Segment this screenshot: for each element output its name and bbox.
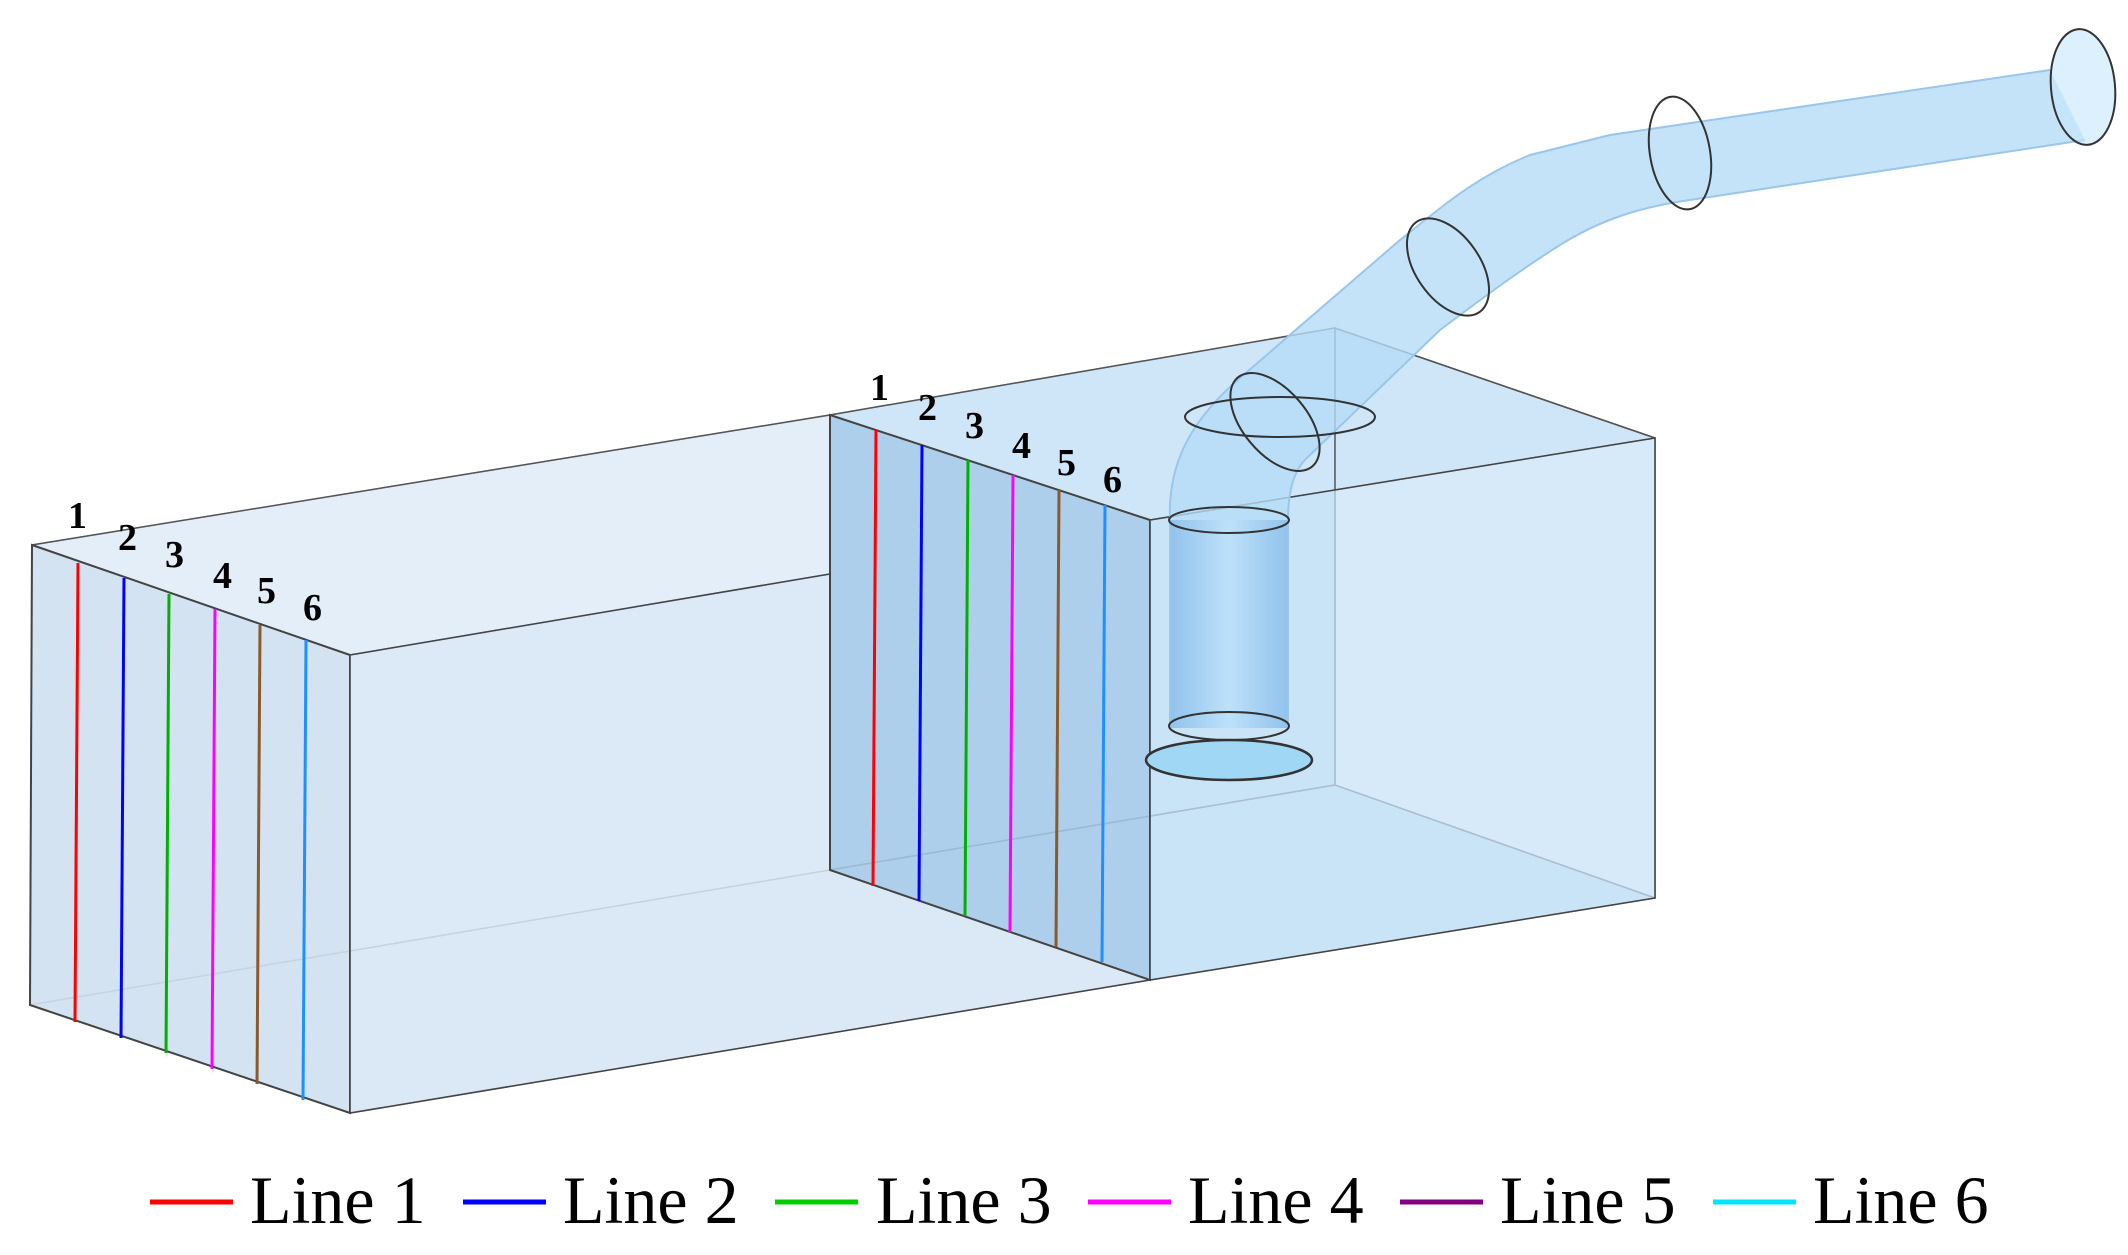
duct-2-line-2 [917, 444, 924, 902]
duct-2-label-6: 6 [1103, 459, 1122, 501]
duct-1-label-2: 2 [118, 517, 137, 559]
pipe-ring-outlet [2049, 28, 2117, 146]
duct-1-line-6 [301, 639, 308, 1101]
pipe-edge-lower [1287, 139, 2086, 728]
duct-1-label-5: 5 [257, 570, 276, 612]
legend-item-line-4: Line 4 [1088, 1162, 1364, 1238]
legend: Line 1 Line 2 Line 3 Line 4 Line 5 Line … [150, 1162, 1989, 1238]
pipe-edge-upper [1168, 69, 2051, 728]
duct-1-label-6: 6 [303, 587, 322, 629]
duct-1-line-4 [210, 608, 217, 1070]
legend-label-line-5: Line 5 [1500, 1162, 1676, 1238]
pipe-ring-2 [1229, 372, 1321, 472]
duct-2-line-4 [1008, 474, 1015, 933]
pipe-ring-3 [1405, 217, 1491, 317]
legend-item-line-3: Line 3 [775, 1162, 1052, 1238]
pipe-bend [1169, 70, 2085, 520]
pipe-ring-1 [1168, 506, 1290, 534]
legend-item-line-5: Line 5 [1400, 1162, 1676, 1238]
legend-item-line-2: Line 2 [463, 1162, 739, 1238]
duct-2-label-5: 5 [1057, 442, 1076, 484]
duct-1-label-3: 3 [165, 534, 184, 576]
legend-label-line-3: Line 3 [876, 1162, 1052, 1238]
duct-2-labels: 1 2 3 4 5 6 [870, 367, 1122, 501]
legend-label-line-6: Line 6 [1813, 1162, 1989, 1238]
duct-2-label-4: 4 [1012, 425, 1031, 467]
duct-2-lines [871, 429, 1107, 963]
duct-2-line-5 [1054, 489, 1061, 948]
legend-label-line-2: Line 2 [563, 1162, 739, 1238]
pipe-ring-4 [1647, 95, 1713, 211]
duct-1-line-2 [119, 577, 126, 1039]
duct-2-label-1: 1 [870, 367, 889, 409]
duct-2-line-1 [871, 429, 878, 887]
duct-1-line-5 [255, 624, 262, 1085]
pipe-ring-top-opening [1184, 396, 1376, 438]
outlet-pipe [1144, 28, 2117, 782]
duct-1-line-3 [164, 593, 171, 1054]
pipe-inlet-bell [1144, 738, 1314, 782]
legend-label-line-1: Line 1 [250, 1162, 426, 1238]
duct-1-label-1: 1 [68, 495, 87, 537]
pipe-vertical [1170, 520, 1288, 728]
legend-label-line-4: Line 4 [1188, 1162, 1364, 1238]
duct-1-label-4: 4 [213, 555, 232, 597]
legend-item-line-6: Line 6 [1713, 1162, 1989, 1238]
legend-item-line-1: Line 1 [150, 1162, 426, 1238]
duct-2-line-6 [1100, 504, 1107, 963]
duct-2-label-2: 2 [918, 387, 937, 429]
duct-2-line-3 [963, 459, 970, 917]
duct-1-labels: 1 2 3 4 5 6 [68, 495, 322, 629]
duct-2-label-3: 3 [965, 405, 984, 447]
duct-1-line-1 [73, 562, 80, 1023]
duct-1-lines [73, 562, 308, 1101]
